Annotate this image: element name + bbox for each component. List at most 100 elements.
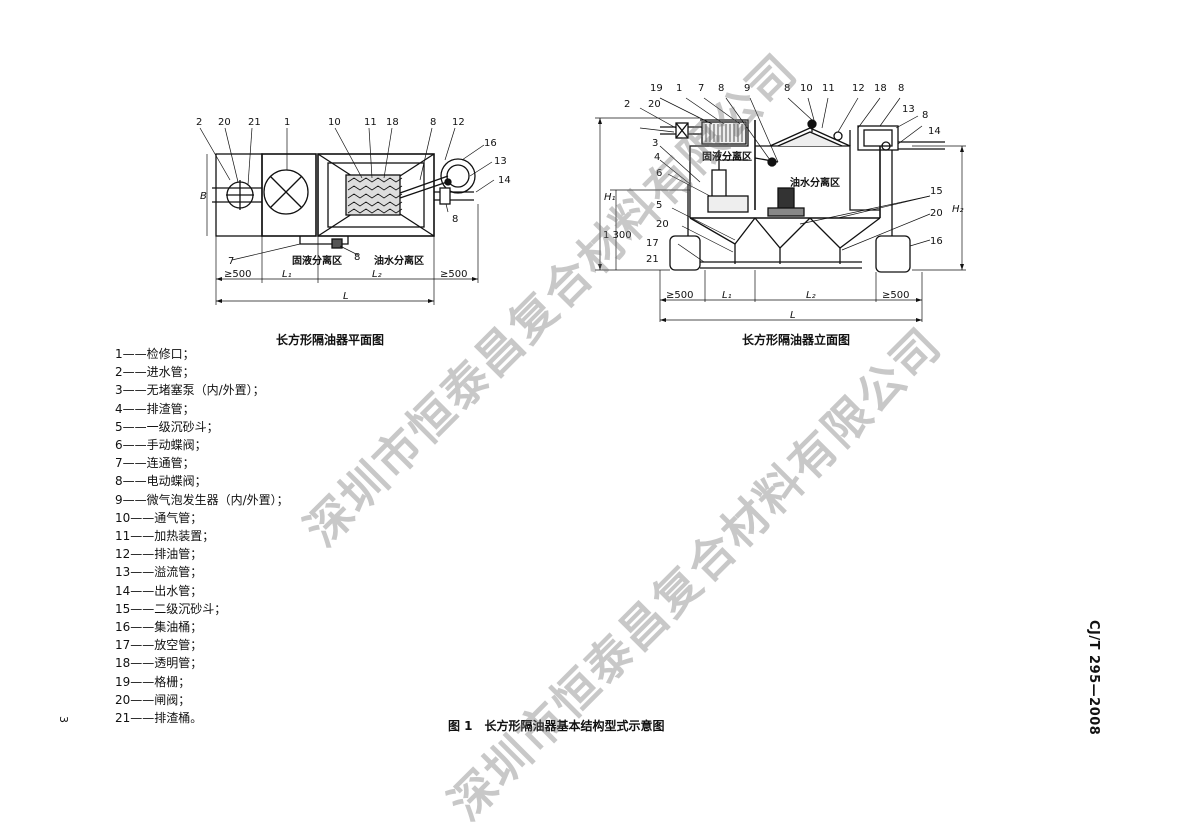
legend-item: 9——微气泡发生器（内/外置）； [115,492,289,507]
elev-callout: 18 [874,83,887,94]
elev-hopper-3 [809,217,881,249]
legend-item: 16——集油桶； [115,620,203,635]
elev-label-h2: H₂ [952,204,964,215]
plan-callout: 11 [364,117,377,128]
plan-callout: 7 [228,256,234,267]
elev-callout: 19 [650,83,663,94]
elev-grille [701,121,747,145]
plan-chamber-solid [261,153,317,237]
elev-callout: 9 [744,83,750,94]
legend-item: 8——电动蝶阀； [115,474,207,489]
elev-callout: 5 [656,200,662,211]
figure-caption: 图 1 长方形隔油器基本结构型式示意图 [448,719,665,733]
plan-dim-500-right: ≥500 [440,269,467,280]
elev-callout: 8 [784,83,790,94]
legend-item: 1——检修口； [115,347,195,361]
plan-callout: 16 [484,138,497,149]
elev-callout: 15 [930,186,943,197]
elev-sludge-barrel [669,235,701,271]
elev-callout: 3 [652,138,658,149]
plan-callout: 13 [494,156,507,167]
plan-callout: 12 [452,117,465,128]
elevation-caption: 长方形隔油器立面图 [742,333,851,347]
page-number: 3 [57,716,70,723]
elev-callout: 8 [718,83,724,94]
elev-callout: 20 [930,208,943,219]
plan-labels: 2 20 21 1 10 11 18 8 12 16 13 14 7 8 8 B… [196,117,511,302]
plan-caption: 长方形隔油器平面图 [276,333,385,347]
elev-callout: 14 [928,126,941,137]
plan-callout: 8 [452,214,458,225]
plan-zone-solid: 固液分离区 [292,254,342,267]
elevation-labels: 19 1 7 8 9 8 10 11 12 18 8 13 8 2 20 3 4… [603,83,964,321]
elev-callout: 10 [800,83,813,94]
elev-dim-500-left: ≥500 [666,290,693,301]
legend-item: 6——手动蝶阀； [115,438,207,453]
elev-callout: 12 [852,83,865,94]
elev-dim-500-right: ≥500 [882,290,909,301]
legend-item: 11——加热装置； [115,529,215,544]
plan-dim-l: L [343,291,349,302]
legend-item: 14——出水管； [115,583,203,598]
elev-callout: 6 [656,168,662,179]
legend-item: 4——排渣管； [115,401,195,416]
elev-callout: 21 [646,254,659,265]
legend-item: 7——连通管； [115,456,195,471]
legend-item: 21——排渣桶。 [115,711,203,726]
elev-dim-l: L [790,310,796,321]
plan-view [199,127,495,305]
plan-dim-l1: L₁ [282,269,292,280]
plan-callout: 1 [284,117,290,128]
elev-motor [777,187,795,211]
legend-list: 1——检修口； 2——进水管； 3——无堵塞泵（内/外置）； 4——排渣管； 5… [115,345,289,727]
legend-item: 13——溢流管； [115,565,203,580]
elev-tank-solid [689,119,749,218]
elev-callout: 2 [624,99,630,110]
plan-oil-barrel [440,158,476,194]
elev-dim-l1: L₁ [722,290,732,301]
plan-dim-l2: L₂ [372,269,382,280]
legend-item: 15——二级沉砂斗； [115,601,227,616]
plan-callout: 10 [328,117,341,128]
elev-callout: 13 [902,104,915,115]
plan-chamber-oil [317,153,435,237]
elev-dim-l2: L₂ [806,290,816,301]
plan-access-port [263,169,309,215]
elev-callout: 16 [930,236,943,247]
legend-item: 17——放空管； [115,638,203,653]
legend-item: 5——一级沉砂斗； [115,419,219,434]
elev-label-1300: 1 300 [603,230,632,241]
plan-callout: 8 [430,117,436,128]
legend-item: 19——格栅； [115,674,191,689]
plan-dim-500-left: ≥500 [224,269,251,280]
plan-callout: 2 [196,117,202,128]
elev-oil-barrel [875,235,911,273]
elev-zone-oil: 油水分离区 [790,176,840,189]
plan-dim-b: B [200,191,207,202]
legend-item: 20——闸阀； [115,692,191,707]
elev-callout: 20 [656,219,669,230]
legend-item: 10——通气管； [115,510,203,525]
elev-zone-solid: 固液分离区 [702,150,752,163]
elev-callout: 7 [698,83,704,94]
elev-callout: 17 [646,238,659,249]
elev-overflow-box [857,125,899,151]
elev-hopper-2 [754,217,811,249]
legend-item: 12——排油管； [115,547,203,562]
elev-label-h1: H₁ [604,192,616,203]
standard-code: CJ/T 295—2008 [1086,620,1101,736]
plan-callout: 21 [248,117,261,128]
elev-callout: 11 [822,83,835,94]
plan-callout: 20 [218,117,231,128]
plan-connect-pipe [299,236,349,245]
plan-callout: 18 [386,117,399,128]
elev-callout: 20 [648,99,661,110]
elevation-view [595,97,966,322]
legend-item: 18——透明管； [115,656,203,671]
elev-callout: 1 [676,83,682,94]
plan-zone-oil: 油水分离区 [374,254,424,267]
plan-callout: 8 [354,252,360,263]
legend-item: 3——无堵塞泵（内/外置）； [115,383,265,398]
plan-callout: 14 [498,175,511,186]
figure-canvas: 2 20 21 1 10 11 18 8 12 16 13 14 7 8 8 B… [196,83,966,322]
